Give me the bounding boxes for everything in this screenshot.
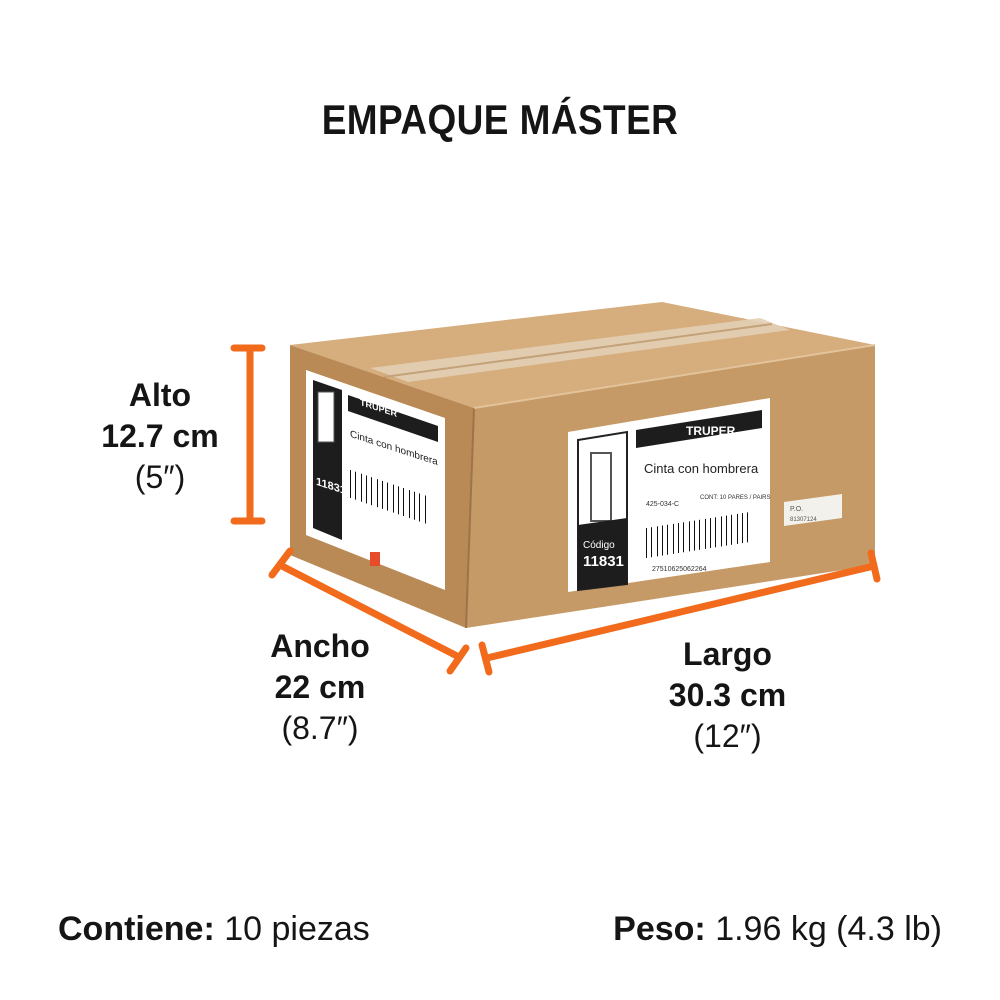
- peso-value: 1.96 kg (4.3 lb): [705, 910, 942, 948]
- barcode-bar: [387, 482, 388, 511]
- barcode-bar: [398, 486, 399, 515]
- codigo-front: 11831: [583, 553, 624, 570]
- dimension-line-ancho: [268, 547, 470, 675]
- barcode-bar: [371, 477, 372, 506]
- largo-imperial: (12″): [693, 718, 762, 754]
- barcode-bar: [350, 470, 351, 498]
- po-label: P.O.: [790, 506, 803, 513]
- barcode-bar: [710, 518, 711, 549]
- barcode-bar: [689, 521, 690, 552]
- barcode-bar: [651, 527, 652, 558]
- clave-front: 425-034-C: [646, 501, 679, 508]
- barcode-number-front: 27510625062264: [652, 566, 707, 573]
- alto-imperial: (5″): [134, 459, 186, 495]
- barcode-bar: [705, 518, 706, 549]
- barcode-bar: [667, 524, 668, 555]
- barcode-bar: [737, 513, 738, 544]
- ancho-label: Ancho: [270, 628, 370, 664]
- dimension-line-largo: [478, 549, 881, 676]
- dimension-ancho: Ancho 22 cm (8.7″): [245, 626, 395, 749]
- ancho-imperial: (8.7″): [281, 710, 359, 746]
- barcode-bar: [393, 484, 394, 513]
- dimension-alto: Alto 12.7 cm (5″): [95, 375, 225, 498]
- product-front: Cinta con hombrera: [644, 461, 759, 476]
- barcode-side: [350, 470, 426, 524]
- dimension-largo: Largo 30.3 cm (12″): [645, 634, 810, 757]
- barcode-bar: [662, 525, 663, 556]
- barcode-bar: [721, 516, 722, 547]
- barcode-bar: [355, 471, 356, 500]
- alto-metric: 12.7 cm: [101, 418, 219, 454]
- barcode-bar: [699, 519, 700, 550]
- contiene-value: 10 piezas: [214, 910, 370, 948]
- barcode-bar: [747, 512, 748, 543]
- barcode-bar: [414, 491, 415, 520]
- largo-metric: 30.3 cm: [668, 677, 787, 713]
- ancho-metric: 22 cm: [274, 669, 366, 705]
- po-sticker: P.O. 81307124: [784, 494, 842, 526]
- barcode-bar: [678, 523, 679, 554]
- barcode-bar: [657, 526, 658, 557]
- largo-label: Largo: [683, 636, 772, 672]
- barcode-bar: [361, 473, 362, 502]
- barcode-bar: [742, 513, 743, 544]
- contents-front: CONT: 10 PARES / PAIRS: [700, 495, 770, 501]
- barcode-bar: [683, 522, 684, 553]
- barcode-bar: [366, 475, 367, 504]
- weight-info: Peso: 1.96 kg (4.3 lb): [613, 910, 942, 949]
- po-number: 81307124: [790, 517, 817, 523]
- barcode-bar: [694, 520, 695, 551]
- alto-label: Alto: [128, 377, 192, 413]
- barcode-bar: [377, 479, 378, 508]
- barcode-bar: [726, 515, 727, 546]
- box-mark: [370, 552, 380, 566]
- barcode-bar: [425, 495, 426, 524]
- barcode-front: [646, 512, 748, 558]
- barcode-bar: [419, 493, 420, 522]
- codigo-label-front: Código: [583, 540, 615, 551]
- brand-front: TRUPER: [686, 424, 736, 438]
- barcode-bar: [409, 490, 410, 519]
- barcode-bar: [731, 514, 732, 545]
- barcode-bar: [715, 517, 716, 548]
- barcode-bar: [673, 523, 674, 554]
- contents-info: Contiene: 10 piezas: [58, 910, 370, 949]
- barcode-bar: [403, 488, 404, 517]
- barcode-bar: [646, 528, 647, 558]
- page-title: EMPAQUE MÁSTER: [321, 96, 679, 143]
- front-shipping-label: Código 11831 TRUPER Cinta con hombrera 4…: [568, 398, 770, 592]
- dimension-line-alto: [230, 344, 266, 525]
- barcode-bar: [382, 480, 383, 509]
- side-shipping-label: 11831 TRUPER Cinta con hombrera: [306, 370, 445, 590]
- contiene-label: Contiene:: [58, 910, 215, 948]
- peso-label: Peso:: [613, 910, 706, 948]
